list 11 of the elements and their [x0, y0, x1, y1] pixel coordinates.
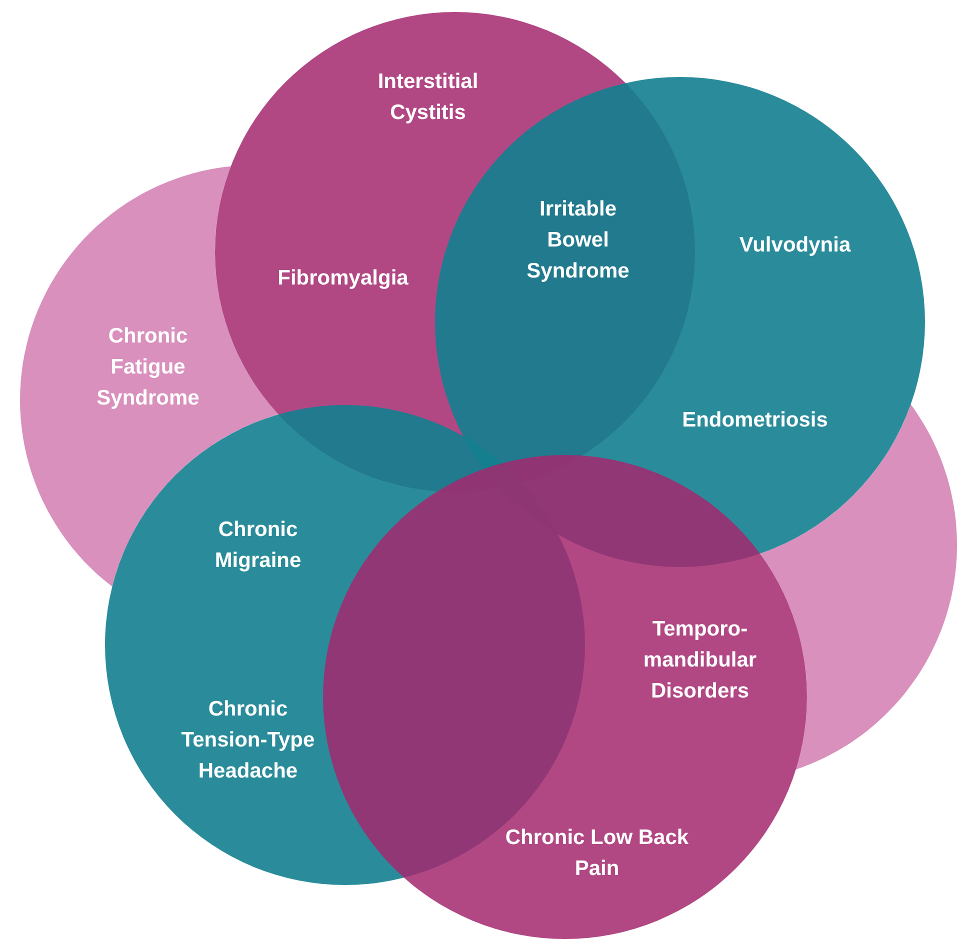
overlap-label: Temporo-mandibular Disorders: [642, 616, 758, 704]
overlap-label: Irritable Bowel Syndrome: [526, 196, 630, 284]
circle-label: Chronic Fatigue Syndrome: [96, 324, 200, 412]
overlap-label: Chronic Migraine: [214, 517, 302, 574]
circle-label: Chronic Low Back Pain: [504, 825, 690, 882]
circle-label: Vulvodynia: [738, 232, 852, 258]
venn-circle: [323, 455, 807, 939]
circle-label: Chronic Tension-Type Headache: [180, 696, 316, 784]
circle-label: Interstitial Cystitis: [376, 69, 480, 126]
overlap-label: Fibromyalgia: [276, 266, 410, 292]
overlap-label: Endometriosis: [681, 408, 829, 434]
